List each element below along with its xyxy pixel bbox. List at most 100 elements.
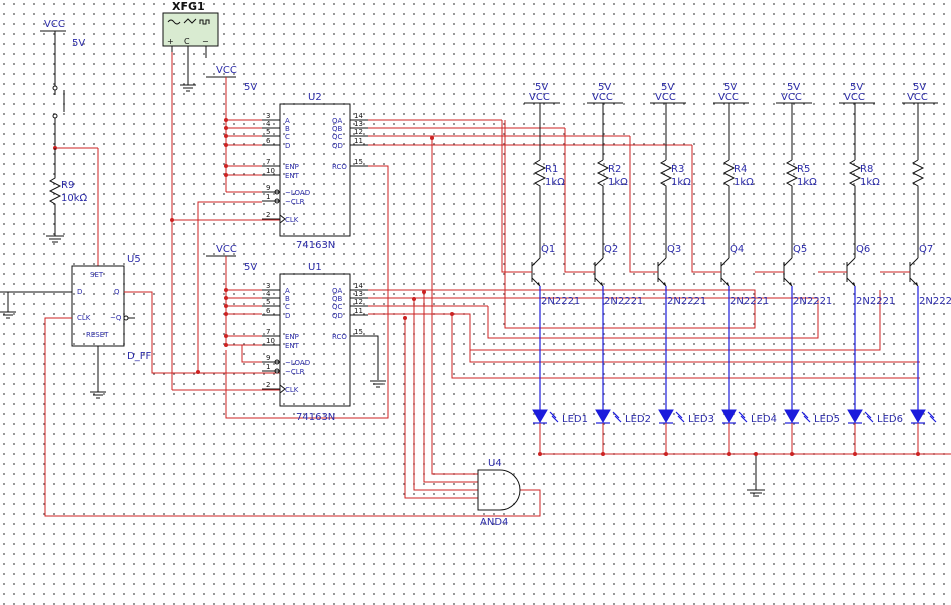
and-gate-u4[interactable]: U4 AND4: [477, 458, 521, 528]
pin-number: 6: [266, 137, 271, 145]
supply-5v-label: 5V: [787, 82, 800, 93]
vcc-supply-u2: VCC 5V: [206, 65, 257, 93]
npn-transistor[interactable]: [720, 257, 730, 287]
npn-transistor[interactable]: [594, 257, 604, 287]
resistor[interactable]: [911, 159, 925, 192]
svg-text:D_FF: D_FF: [127, 351, 151, 362]
pin-number: 9: [266, 354, 270, 362]
led-label: LED2: [625, 414, 651, 425]
resistor-r9[interactable]: R9 10kΩ: [48, 148, 88, 236]
led-icon[interactable]: [595, 409, 611, 423]
led-label: LED4: [751, 414, 777, 425]
ground-symbol: [46, 235, 64, 243]
supply-5v-label: 5V: [535, 82, 548, 93]
pin-number: 11: [354, 307, 363, 315]
vcc-label: VCC: [529, 92, 550, 103]
vcc-label: VCC: [781, 92, 802, 103]
pin-name: QD: [332, 142, 343, 150]
npn-transistor[interactable]: [531, 257, 541, 287]
resistor-label: R2: [608, 164, 621, 175]
pin-name: D: [285, 142, 290, 150]
led-icon[interactable]: [532, 409, 548, 423]
pin-number: 2: [266, 381, 270, 389]
pin-number: 9: [266, 184, 270, 192]
pin-number: 14: [354, 282, 363, 290]
npn-transistor[interactable]: [783, 257, 793, 287]
pin-number: 1: [266, 363, 270, 371]
svg-text:VCC: VCC: [216, 65, 237, 76]
counter-u2[interactable]: U2 74163N 3A4B5C6D7ENP10ENT9~LOAD1~CLR2C…: [262, 92, 368, 251]
pin-name: QC: [332, 303, 343, 311]
ground-symbol: [370, 380, 386, 388]
pin-number: 12: [354, 298, 363, 306]
pin-number: 13: [354, 290, 363, 298]
pin-name: ENP: [285, 163, 299, 171]
svg-text:U5: U5: [127, 254, 141, 265]
svg-text:74163N: 74163N: [296, 412, 335, 423]
vcc-label: VCC: [718, 92, 739, 103]
resistor[interactable]: [785, 159, 799, 192]
transistor-type: 2N2221: [730, 296, 769, 307]
resistor[interactable]: [596, 159, 610, 192]
resistor[interactable]: [533, 159, 547, 192]
pin-number: 10: [266, 337, 275, 345]
pin-number: 5: [266, 298, 270, 306]
pin-name: CLK: [285, 386, 299, 394]
transistor-label: Q7: [919, 244, 933, 255]
svg-text:R9: R9: [61, 180, 74, 191]
counter-u1[interactable]: U1 74163N 3A4B5C6D7ENP10ENT9~LOAD1~CLR2C…: [262, 262, 368, 423]
svg-text:AND4: AND4: [480, 517, 508, 528]
transistor-type: 2N2221: [919, 296, 951, 307]
led-icon[interactable]: [847, 409, 863, 423]
resistor[interactable]: [722, 159, 736, 192]
npn-transistor[interactable]: [909, 257, 919, 287]
resistor-label: R3: [671, 164, 684, 175]
led-label: LED6: [877, 414, 903, 425]
transistor-type: 2N2221: [856, 296, 895, 307]
npn-transistor[interactable]: [846, 257, 856, 287]
pin-number: 7: [266, 158, 270, 166]
resistor-value: 1kΩ: [545, 177, 565, 188]
svg-text:U4: U4: [488, 458, 502, 469]
svg-text:~Q: ~Q: [110, 314, 122, 322]
resistor-label: R5: [797, 164, 810, 175]
svg-text:5V: 5V: [72, 38, 85, 49]
resistor[interactable]: [848, 159, 862, 192]
supply-5v-label: 5V: [913, 82, 926, 93]
pin-name: ~LOAD: [285, 189, 310, 197]
transistor-type: 2N2221: [604, 296, 643, 307]
led-icon[interactable]: [721, 409, 737, 423]
svg-text:10kΩ: 10kΩ: [61, 193, 88, 204]
ground-symbol: [0, 311, 16, 319]
transistor-type: 2N2221: [667, 296, 706, 307]
xfg1-label: XFG1: [172, 0, 205, 13]
led-driver-stage[interactable]: 5VVCCQ72N2221: [880, 82, 951, 456]
pin-name: ~LOAD: [285, 359, 310, 367]
svg-text:5V: 5V: [244, 262, 257, 273]
d-flip-flop-u5[interactable]: U5 SET D Q CLK ~Q RESET D_FF: [71, 254, 151, 362]
npn-transistor[interactable]: [657, 257, 667, 287]
ground-symbol: [747, 489, 765, 497]
pin-name: QA: [332, 287, 343, 295]
pin-name: ENT: [285, 172, 300, 180]
svg-text:SET: SET: [90, 271, 104, 279]
resistor[interactable]: [659, 159, 673, 192]
transistor-type: 2N2221: [793, 296, 832, 307]
svg-text:C: C: [184, 37, 190, 46]
switch[interactable]: [52, 85, 65, 119]
led-icon[interactable]: [910, 409, 926, 423]
pin-name: ENT: [285, 342, 300, 350]
pin-name: CLK: [285, 216, 299, 224]
supply-5v-label: 5V: [598, 82, 611, 93]
function-generator-xfg1[interactable]: XFG1 + C −: [162, 0, 219, 52]
pin-name: C: [285, 303, 290, 311]
led-icon[interactable]: [784, 409, 800, 423]
led-icon[interactable]: [658, 409, 674, 423]
pin-name: ~CLR: [285, 198, 305, 206]
